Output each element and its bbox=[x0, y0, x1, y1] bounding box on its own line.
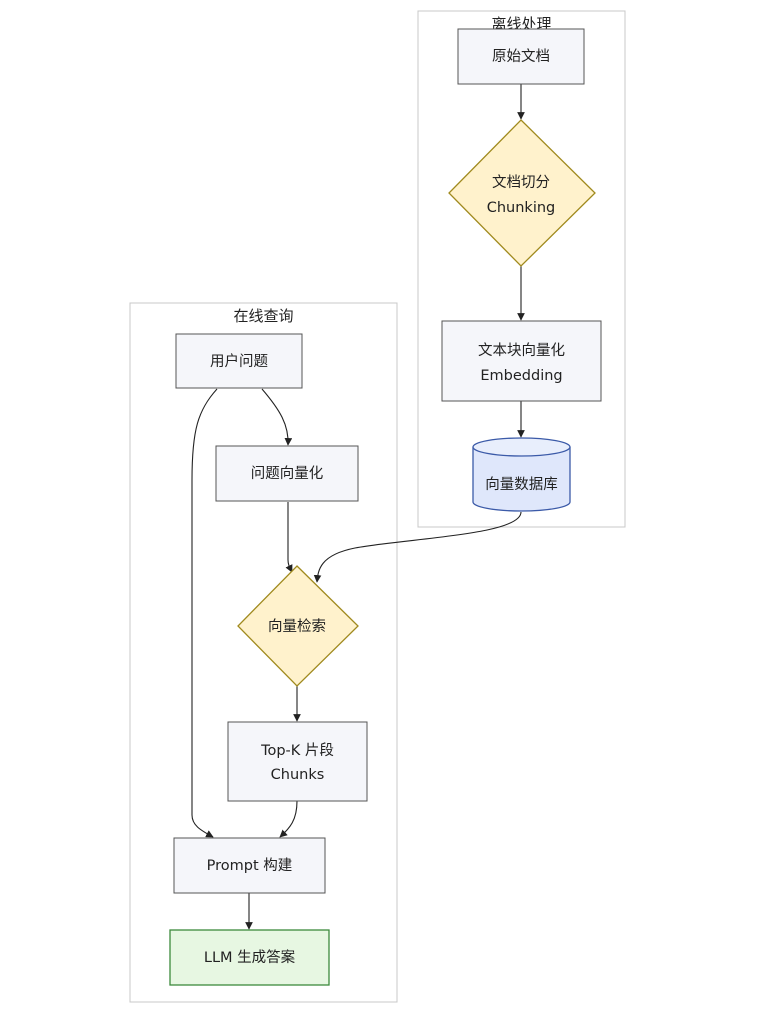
node-question-embed-shape bbox=[215, 445, 359, 502]
node-vector-db-label: 向量数据库 bbox=[485, 476, 558, 493]
node-question-embed: 问题向量化 bbox=[215, 445, 359, 502]
node-chunking-label-1: 文档切分 bbox=[492, 174, 550, 191]
node-llm-answer-label: LLM 生成答案 bbox=[204, 948, 296, 966]
edge-topk-to-prompt bbox=[279, 800, 298, 838]
online-cluster-title: 在线查询 bbox=[233, 307, 293, 325]
node-embedding-label-2: Embedding bbox=[480, 368, 562, 384]
node-raw-docs-shape bbox=[457, 28, 585, 85]
node-user-question-shape bbox=[175, 333, 303, 389]
node-topk-chunks: Top-K 片段 Chunks bbox=[227, 721, 368, 802]
node-topk-chunks-label-1: Top-K 片段 bbox=[260, 742, 334, 759]
node-prompt-build-shape bbox=[173, 837, 326, 894]
node-question-embed-label: 问题向量化 bbox=[251, 465, 324, 482]
node-vector-search: 向量检索 bbox=[237, 565, 359, 687]
node-prompt-build: Prompt 构建 bbox=[173, 837, 326, 894]
node-topk-chunks-shape bbox=[227, 721, 368, 802]
edge-vector-db-to-vector-search bbox=[313, 511, 522, 583]
node-chunking: 文档切分 Chunking bbox=[448, 119, 596, 267]
node-llm-answer-shape bbox=[169, 929, 330, 986]
edge-user-question-to-question-embed bbox=[261, 388, 293, 446]
node-topk-chunks-label-2: Chunks bbox=[271, 767, 325, 783]
node-vector-search-shape bbox=[237, 565, 359, 687]
node-user-question-label: 用户问题 bbox=[210, 353, 268, 370]
node-user-question: 用户问题 bbox=[175, 333, 303, 389]
node-vector-db-top bbox=[472, 437, 571, 457]
node-chunking-label-2: Chunking bbox=[487, 200, 556, 216]
edge-question-embed-to-vector-search bbox=[285, 502, 293, 573]
node-chunking-shape bbox=[448, 119, 596, 267]
node-prompt-build-label: Prompt 构建 bbox=[207, 857, 293, 874]
node-embedding-shape bbox=[441, 320, 602, 402]
node-llm-answer: LLM 生成答案 bbox=[169, 929, 330, 986]
node-vector-db: 向量数据库 bbox=[472, 437, 571, 512]
node-embedding-label-1: 文本块向量化 bbox=[478, 342, 565, 359]
node-vector-db-body bbox=[472, 447, 571, 512]
node-embedding: 文本块向量化 Embedding bbox=[441, 320, 602, 402]
node-raw-docs-label: 原始文档 bbox=[492, 48, 550, 65]
node-raw-docs: 原始文档 bbox=[457, 28, 585, 85]
edge-user-question-to-prompt bbox=[191, 388, 218, 838]
node-vector-search-label: 向量检索 bbox=[268, 618, 326, 635]
edges bbox=[191, 84, 525, 930]
